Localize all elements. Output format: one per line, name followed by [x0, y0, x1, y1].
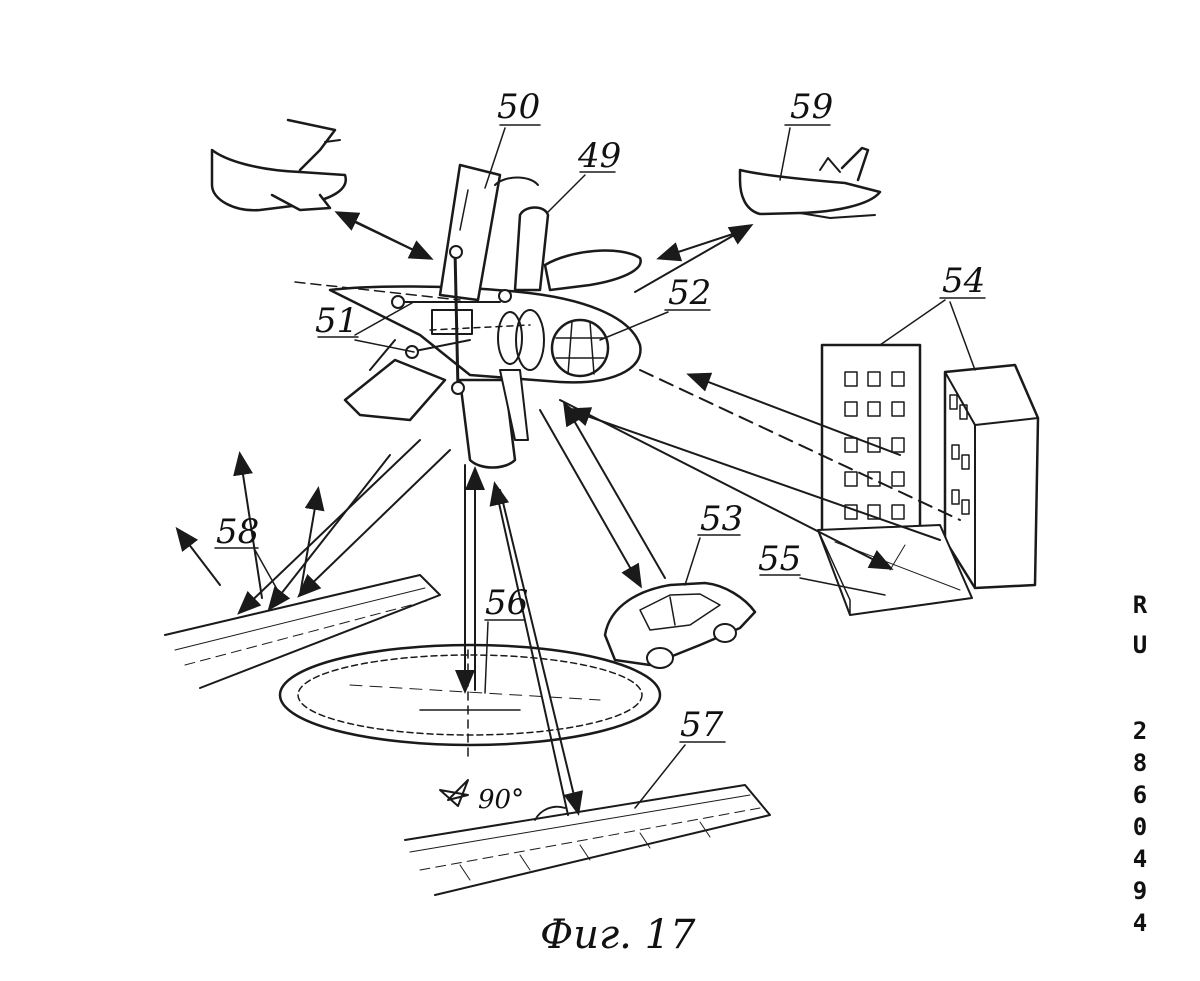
building-front [820, 343, 922, 537]
patent-country-char: U [1132, 631, 1148, 659]
ref-55: 55 [758, 539, 801, 579]
car [603, 581, 757, 669]
patent-number-char: 4 [1132, 845, 1148, 873]
patent-number-char: 4 [1132, 909, 1148, 937]
leader-lines [214, 124, 986, 809]
ref-56: 56 [485, 583, 528, 623]
reference-labels: 49 50 51 52 53 54 55 56 57 58 59 90° [216, 87, 985, 815]
signal-beams [175, 211, 961, 816]
ref-54: 54 [942, 261, 985, 301]
patent-number-char: 0 [1132, 813, 1148, 841]
patent-number-char: 6 [1132, 781, 1148, 809]
ref-51: 51 [315, 301, 358, 341]
ref-50: 50 [497, 87, 540, 127]
ref-53: 53 [700, 499, 743, 539]
ref-58: 58 [216, 512, 259, 552]
target-star-icon [439, 779, 566, 821]
patent-number-char: 8 [1132, 749, 1148, 777]
ref-52: 52 [668, 273, 711, 313]
angle-label: 90° [478, 785, 524, 815]
patent-number: 2 8 6 0 4 9 4 [1133, 715, 1147, 939]
ref-57: 57 [680, 705, 724, 745]
figure-caption: Фиг. 17 [540, 912, 696, 958]
patent-number-char: 9 [1132, 877, 1148, 905]
aircraft-left [210, 118, 347, 212]
aircraft-right [738, 146, 882, 219]
ref-49: 49 [577, 136, 621, 176]
building-side [943, 363, 1040, 590]
patent-number-char: 2 [1132, 717, 1148, 745]
main-aircraft [294, 163, 642, 469]
patent-country-char: R [1132, 591, 1148, 619]
landing-pad [278, 643, 662, 761]
ref-59: 59 [790, 87, 833, 127]
runway-left [164, 574, 441, 689]
